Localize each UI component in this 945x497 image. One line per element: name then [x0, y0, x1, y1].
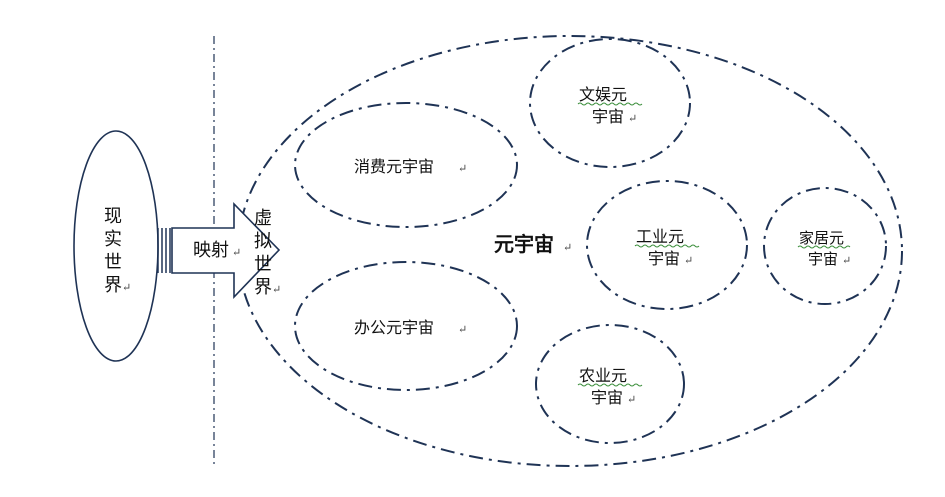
metaverse-label: 元宇宙	[494, 232, 554, 256]
metaverse-ellipse	[237, 35, 903, 467]
industry-metaverse-ellipse	[586, 180, 748, 310]
home-metaverse-label-line-2: 宇宙	[808, 250, 838, 268]
office-metaverse-ellipse	[294, 261, 518, 391]
real-world-label-line-1: 现	[104, 206, 122, 227]
paragraph-mark: ↵	[458, 162, 467, 175]
industry-metaverse-label-line-2: 宇宙	[648, 249, 680, 268]
entertainment-metaverse-label-line-1: 文娱元	[579, 85, 627, 104]
agriculture-metaverse-ellipse	[535, 324, 685, 444]
paragraph-mark: ↵	[563, 241, 572, 254]
industry-metaverse-label-line-1: 工业元	[636, 227, 684, 246]
paragraph-mark: ↵	[842, 254, 851, 267]
agriculture-metaverse-label-line-1: 农业元	[579, 366, 627, 385]
real-world-label-line-3: 世	[104, 252, 122, 273]
real-world-label: 现 实 世 界 ↵	[104, 206, 131, 296]
virtual-world-label-line-3: 世	[254, 254, 272, 275]
entertainment-metaverse-label-line-2: 宇宙	[592, 107, 624, 126]
agriculture-metaverse-label-line-2: 宇宙	[591, 388, 623, 407]
paragraph-mark: ↵	[122, 281, 131, 294]
paragraph-mark: ↵	[272, 283, 281, 296]
paragraph-mark: ↵	[232, 246, 241, 259]
real-world-label-line-4: 界	[104, 275, 122, 296]
home-metaverse-ellipse	[763, 187, 887, 305]
virtual-world-label-line-1: 虚	[254, 208, 272, 229]
paragraph-mark: ↵	[458, 323, 467, 336]
consumer-metaverse-label: 消费元宇宙	[354, 157, 434, 176]
paragraph-mark: ↵	[684, 254, 693, 267]
real-world-label-line-2: 实	[104, 229, 122, 250]
office-metaverse-label: 办公元宇宙	[354, 318, 434, 337]
virtual-world-label: 虚 拟 世 界 ↵	[254, 208, 281, 298]
virtual-world-label-line-2: 拟	[254, 231, 272, 252]
virtual-world-label-line-4: 界	[254, 277, 272, 298]
mapping-arrow	[157, 202, 281, 299]
mapping-label: 映射	[193, 240, 229, 261]
consumer-metaverse-ellipse	[294, 102, 518, 228]
entertainment-metaverse-ellipse	[529, 38, 691, 168]
paragraph-mark: ↵	[627, 393, 636, 406]
home-metaverse-label-line-1: 家居元	[799, 229, 844, 247]
paragraph-mark: ↵	[628, 112, 637, 125]
